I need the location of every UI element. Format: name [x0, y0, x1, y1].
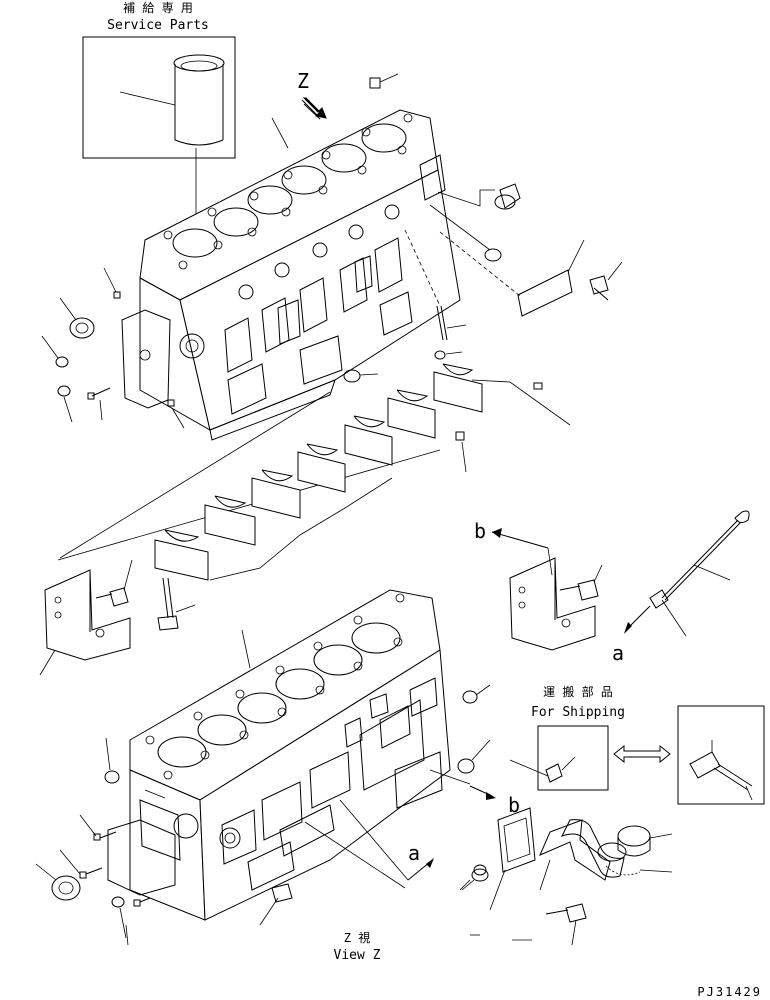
- view-z-caption-en: View Z: [334, 948, 381, 963]
- bearing-cap-5: [344, 415, 393, 466]
- shipping-cap: [509, 756, 576, 783]
- upper-deck-holes: [163, 113, 413, 270]
- filler-plug: [461, 868, 489, 891]
- dowel-pin: [404, 229, 467, 341]
- bearing-cap-1: [154, 529, 209, 581]
- service-parts-title-en: Service Parts: [107, 18, 209, 33]
- upper-cylinder-block: [139, 109, 461, 441]
- shipping-title-jp: 運 搬 部 品: [543, 684, 613, 699]
- front-bolt-small: [103, 267, 121, 299]
- callout-a-upper: a: [612, 641, 624, 665]
- filler-bolt: [545, 903, 587, 946]
- support-bracket-right: b: [474, 519, 603, 651]
- front-stud: [87, 387, 111, 421]
- lower-rear-plug: [462, 684, 491, 704]
- view-z-caption-jp: Z 視: [344, 930, 370, 945]
- lower-pin: [167, 399, 185, 429]
- service-parts-frame: [82, 36, 236, 159]
- exchange-arrow-icon: [613, 744, 671, 764]
- bearing-cap-4: [297, 443, 346, 493]
- oil-filler-assembly: [461, 807, 673, 946]
- lower-deck-holes: [145, 593, 405, 780]
- upper-bores: [172, 123, 407, 258]
- upper-block-parts: [41, 73, 623, 473]
- main-cap-dowel: [471, 379, 571, 426]
- bearing-cap-7: [433, 363, 483, 413]
- lower-bores: [157, 622, 401, 768]
- bearing-cap-3: [251, 469, 301, 519]
- top-plug: [369, 73, 399, 89]
- shipping-alt-frame: [677, 705, 765, 805]
- lower-front-bolt-2: [59, 849, 103, 879]
- oil-dipstick: a: [612, 510, 750, 665]
- front-plug-2: [57, 385, 73, 423]
- main-cap-bolt: [157, 577, 196, 631]
- view-z-marker: Z: [297, 69, 327, 120]
- main-cap-bolt-small: [455, 431, 467, 473]
- service-parts-title-jp: 補 給 専 用: [123, 1, 193, 15]
- lower-side-plug: [457, 739, 491, 774]
- filler-tube: [539, 819, 627, 891]
- plate-bolt: [589, 261, 623, 301]
- bracket-bolt-right: [559, 564, 603, 601]
- lower-front-seal: [35, 863, 81, 901]
- front-plug-1: [41, 335, 69, 368]
- shipping-parts-box: 運 搬 部 品 For Shipping: [509, 684, 765, 805]
- lower-front-plug: [104, 737, 120, 784]
- liner-leader-line: [119, 91, 176, 106]
- shipping-frame: [537, 725, 609, 791]
- bracket-bolt-left: [95, 559, 133, 607]
- bearing-cap-6: [387, 389, 436, 439]
- callout-b-lower: b: [508, 793, 520, 817]
- service-parts-box: 補 給 専 用 Service Parts: [82, 1, 236, 240]
- filler-cap: [617, 825, 673, 857]
- small-nut: [434, 350, 463, 360]
- drawing-code: PJ31429: [697, 985, 762, 999]
- rear-cup-plug: [437, 183, 521, 210]
- lower-front-plug-2: [111, 896, 127, 939]
- shipping-alt-part: [689, 740, 753, 801]
- filler-chain: [605, 865, 673, 876]
- view-z-letter: Z: [297, 69, 309, 93]
- front-seal: [59, 297, 95, 339]
- lower-front-bolt-1: [79, 814, 117, 841]
- main-bearing-caps: [57, 363, 483, 581]
- view-z-arrow-icon: [301, 97, 327, 120]
- lower-cylinder-block: [129, 589, 451, 921]
- lower-front-cover: [107, 819, 176, 896]
- bearing-cap-2: [204, 495, 256, 546]
- callout-a-lower: a: [408, 841, 420, 865]
- lower-block-parts: a b: [35, 629, 520, 939]
- callout-b-upper: b: [474, 519, 486, 543]
- oil-seal-right: [343, 369, 379, 383]
- cylinder-liner: [173, 54, 225, 146]
- name-plate: [439, 231, 585, 317]
- side-plug: [429, 204, 502, 262]
- oil-pan-bolt: [259, 883, 293, 926]
- shipping-title-en: For Shipping: [531, 705, 625, 720]
- support-bracket-left: [39, 559, 133, 676]
- lower-dowel: [459, 864, 487, 891]
- lower-front-pin: [133, 897, 151, 907]
- filler-gasket: [489, 807, 536, 911]
